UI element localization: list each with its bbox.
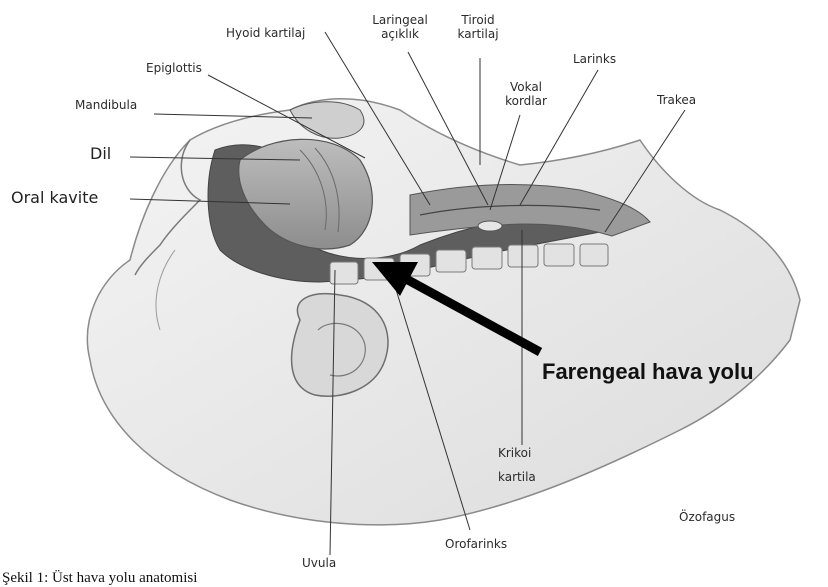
- label-tiroid-kartilaj-line1: Tiroid: [450, 13, 506, 27]
- label-ozofagus: Özofagus: [679, 510, 735, 524]
- label-trakea: Trakea: [657, 93, 696, 107]
- label-epiglottis: Epiglottis: [146, 61, 202, 75]
- label-krikoid-line2: kartila: [498, 470, 536, 484]
- figure-caption: Şekil 1: Üst hava yolu anatomisi: [2, 570, 828, 587]
- label-laringeal-aciklik: Laringeal açıklık: [360, 13, 440, 41]
- head-silhouette: [87, 99, 800, 525]
- label-uvula: Uvula: [302, 556, 336, 570]
- label-vokal-kordlar-line2: kordlar: [496, 94, 556, 108]
- label-hyoid-kartilaj: Hyoid kartilaj: [226, 26, 305, 40]
- label-tiroid-kartilaj: Tiroid kartilaj: [450, 13, 506, 41]
- label-orofarinks: Orofarinks: [445, 537, 507, 551]
- label-farengeal-hava-yolu: Farengeal hava yolu: [542, 360, 754, 384]
- label-laringeal-aciklik-line1: Laringeal: [360, 13, 440, 27]
- label-krikoid-kartilaj: Krikoi kartila: [498, 446, 536, 484]
- label-vokal-kordlar: Vokal kordlar: [496, 80, 556, 108]
- label-vokal-kordlar-line1: Vokal: [496, 80, 556, 94]
- label-dil: Dil: [90, 145, 111, 163]
- label-tiroid-kartilaj-line2: kartilaj: [450, 27, 506, 41]
- label-larinks: Larinks: [573, 52, 616, 66]
- label-oral-kavite: Oral kavite: [11, 189, 98, 207]
- label-krikoid-line1: Krikoi: [498, 446, 536, 460]
- label-mandibula: Mandibula: [75, 98, 137, 112]
- label-laringeal-aciklik-line2: açıklık: [360, 27, 440, 41]
